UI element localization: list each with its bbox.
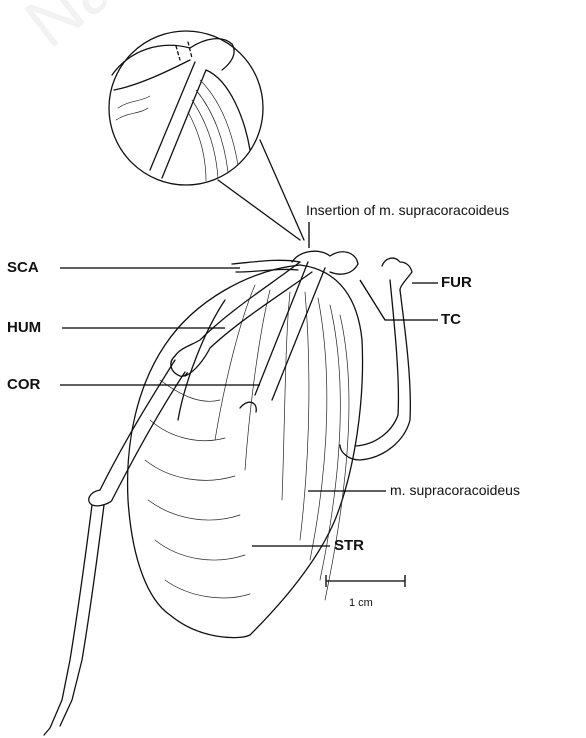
label-hum: HUM — [7, 319, 41, 336]
sternum-and-muscle — [128, 265, 363, 638]
scale-bar — [326, 575, 405, 587]
label-sca: SCA — [7, 259, 39, 276]
leader-tc — [360, 280, 438, 320]
label-str: STR — [334, 537, 364, 554]
label-fur: FUR — [441, 274, 472, 291]
label-muscle: m. supracoracoideus — [390, 482, 520, 498]
label-cor: COR — [7, 376, 40, 393]
label-insertion: Insertion of m. supracoracoideus — [306, 202, 509, 218]
wing-bones — [44, 262, 312, 735]
inset-pointer-right — [260, 140, 304, 240]
furcula-bone — [340, 258, 412, 460]
label-tc: TC — [441, 311, 461, 328]
magnified-inset — [109, 31, 263, 185]
inset-pointer-left — [218, 180, 300, 240]
label-scale: 1 cm — [349, 597, 373, 609]
